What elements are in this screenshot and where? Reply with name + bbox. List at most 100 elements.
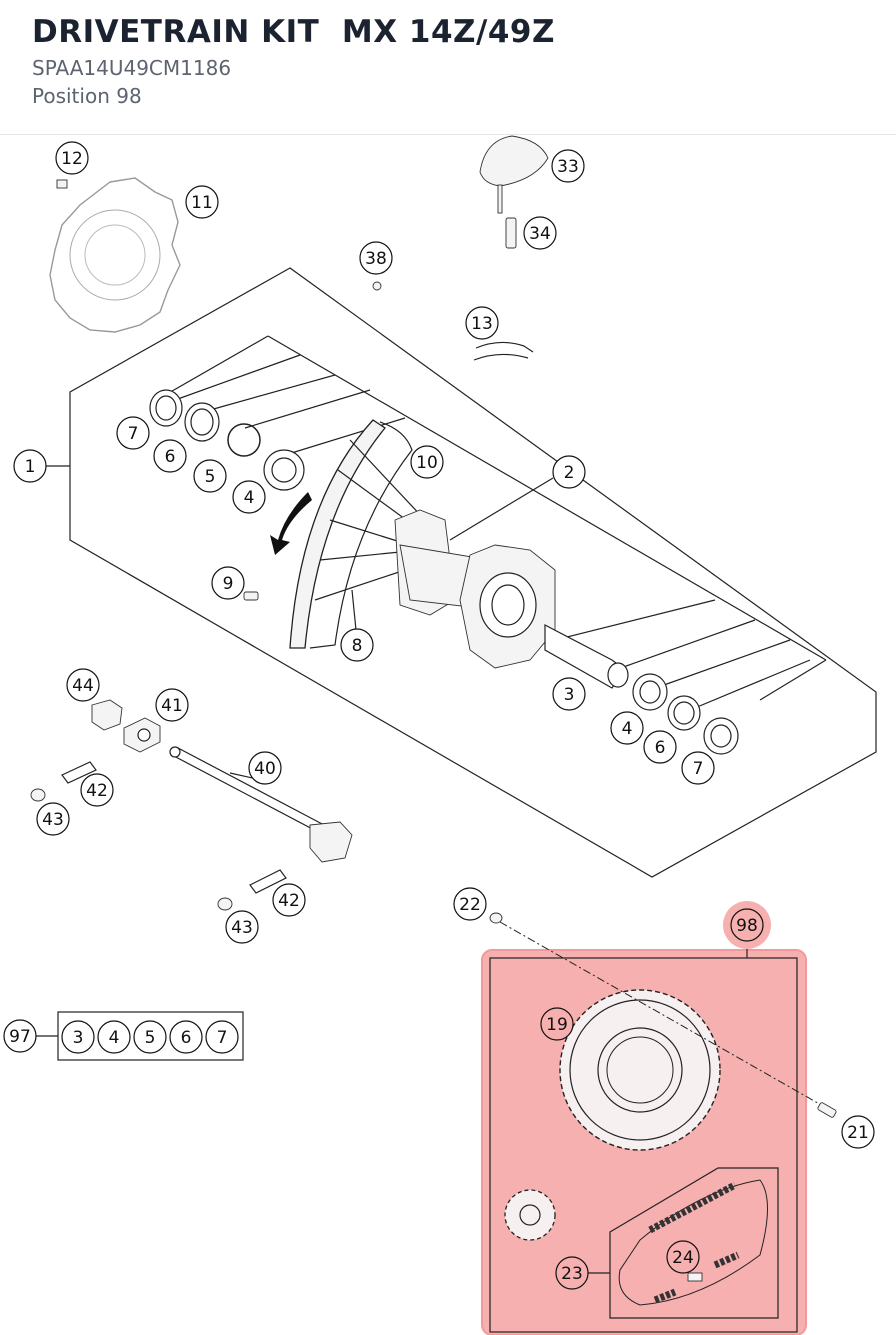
svg-text:4: 4 — [244, 488, 255, 508]
kit-97-item-3[interactable]: 3 — [61, 1020, 95, 1054]
spacer — [544, 624, 629, 689]
callout-1[interactable]: 1 — [13, 449, 47, 483]
callout-10[interactable]: 10 — [410, 445, 444, 479]
svg-text:7: 7 — [693, 759, 704, 779]
mounting-axis-line — [499, 921, 831, 1111]
callout-11[interactable]: 11 — [185, 185, 219, 219]
callout-33[interactable]: 33 — [551, 149, 585, 183]
callout-21[interactable]: 21 — [841, 1115, 875, 1149]
page-title: DRIVETRAIN KIT MX 14Z/49Z — [32, 14, 555, 50]
callouts: 12 11 33 34 38 13 1 7 6 5 4 10 2 9 8 3 4… — [3, 141, 875, 1290]
svg-text:13: 13 — [471, 314, 493, 334]
wheel-axle — [169, 746, 353, 863]
callout-6-left[interactable]: 6 — [153, 439, 187, 473]
callout-6-right[interactable]: 6 — [643, 730, 677, 764]
callout-40[interactable]: 40 — [248, 751, 282, 785]
callout-23[interactable]: 23 — [555, 1256, 589, 1290]
axle-nut — [91, 699, 123, 731]
svg-text:42: 42 — [278, 891, 300, 911]
svg-text:6: 6 — [165, 447, 176, 467]
svg-text:8: 8 — [352, 636, 363, 656]
svg-text:3: 3 — [73, 1028, 84, 1048]
svg-text:21: 21 — [847, 1123, 869, 1143]
callout-22[interactable]: 22 — [453, 887, 487, 921]
drive-chain[interactable] — [618, 1179, 768, 1306]
position-label: Position 98 — [32, 84, 142, 108]
svg-text:10: 10 — [416, 453, 438, 473]
svg-text:43: 43 — [231, 918, 253, 938]
callout-12[interactable]: 12 — [55, 141, 89, 175]
svg-text:22: 22 — [459, 895, 481, 915]
cover-bolt — [505, 217, 517, 249]
svg-text:23: 23 — [561, 1264, 583, 1284]
svg-text:19: 19 — [546, 1015, 568, 1035]
guide-line — [689, 659, 811, 711]
hub-frame-line — [159, 335, 269, 399]
callout-24[interactable]: 24 — [666, 1240, 700, 1274]
svg-text:43: 43 — [42, 810, 64, 830]
callout-34[interactable]: 34 — [523, 216, 557, 250]
rim-segment — [289, 419, 413, 649]
callout-98[interactable]: 98 — [730, 908, 764, 942]
callout-2[interactable]: 2 — [552, 455, 586, 489]
svg-text:5: 5 — [145, 1028, 156, 1048]
guide-line — [284, 417, 406, 456]
rear-sprocket[interactable] — [559, 989, 721, 1151]
front-sprocket[interactable] — [504, 1189, 556, 1241]
callout-9[interactable]: 9 — [211, 566, 245, 600]
left-bearing-set — [149, 389, 305, 491]
guide-line — [209, 374, 336, 411]
sprocket-kit-box — [489, 957, 798, 1333]
callout-44[interactable]: 44 — [66, 668, 100, 702]
hub-frame-line — [759, 659, 827, 701]
chain-adjuster — [123, 717, 161, 753]
callout-8[interactable]: 8 — [340, 628, 374, 662]
callout-43-left[interactable]: 43 — [36, 802, 70, 836]
kit-97-item-4[interactable]: 4 — [97, 1020, 131, 1054]
wheel-hub — [394, 509, 556, 669]
svg-text:42: 42 — [86, 781, 108, 801]
callout-3[interactable]: 3 — [552, 677, 586, 711]
svg-text:6: 6 — [655, 738, 666, 758]
kit-97-item-7[interactable]: 7 — [205, 1020, 239, 1054]
svg-text:3: 3 — [564, 685, 575, 705]
callout-38[interactable]: 38 — [359, 241, 393, 275]
svg-text:24: 24 — [672, 1248, 694, 1268]
svg-text:38: 38 — [365, 249, 387, 269]
callout-4-right[interactable]: 4 — [610, 711, 644, 745]
callout-7-left[interactable]: 7 — [116, 416, 150, 450]
header: DRIVETRAIN KIT MX 14Z/49Z SPAA14U49CM118… — [0, 0, 896, 135]
callout-97[interactable]: 97 — [3, 1019, 37, 1053]
svg-text:1: 1 — [25, 457, 36, 477]
adjuster-bolt-right — [217, 869, 287, 911]
adjuster-bolt-left — [30, 761, 97, 802]
svg-text:33: 33 — [557, 157, 579, 177]
kit-97-item-6[interactable]: 6 — [169, 1020, 203, 1054]
callout-5[interactable]: 5 — [193, 459, 227, 493]
guide-line — [244, 389, 371, 429]
svg-text:40: 40 — [254, 759, 276, 779]
guide-line — [174, 354, 301, 401]
spoke-nipple-screw — [243, 591, 259, 601]
callout-42-left[interactable]: 42 — [80, 773, 114, 807]
guide-line — [649, 639, 791, 691]
rim-tape — [473, 341, 534, 361]
wheel-assembly-frame — [69, 267, 877, 878]
kit-97-item-5[interactable]: 5 — [133, 1020, 167, 1054]
svg-text:41: 41 — [161, 696, 183, 716]
guide-line — [554, 599, 716, 641]
callout-19[interactable]: 19 — [540, 1007, 574, 1041]
callout-43-right[interactable]: 43 — [225, 910, 259, 944]
callout-13[interactable]: 13 — [465, 306, 499, 340]
callout-4-left[interactable]: 4 — [232, 480, 266, 514]
callout-42-right[interactable]: 42 — [272, 883, 306, 917]
callout-41[interactable]: 41 — [155, 688, 189, 722]
svg-text:44: 44 — [72, 676, 94, 696]
part-number: SPAA14U49CM1186 — [32, 56, 232, 80]
brake-disc — [49, 177, 181, 333]
callout-7-right[interactable]: 7 — [681, 751, 715, 785]
small-nut — [372, 281, 382, 291]
cover-part — [479, 135, 549, 214]
svg-text:97: 97 — [9, 1027, 31, 1047]
